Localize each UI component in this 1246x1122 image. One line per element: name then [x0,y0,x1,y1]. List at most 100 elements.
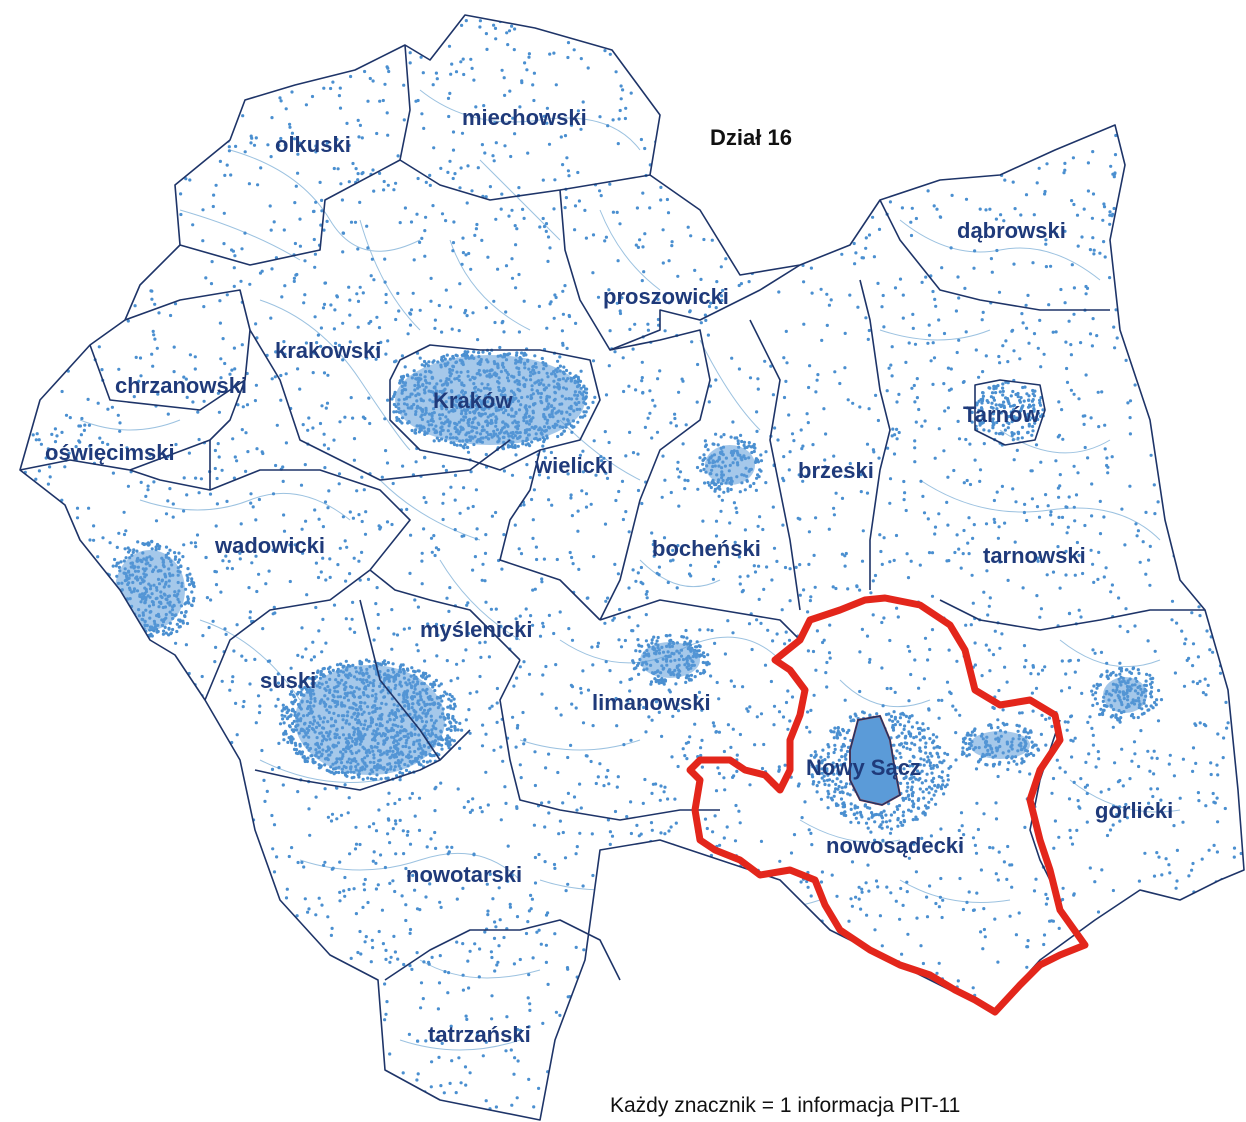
pit11-marker [476,113,480,117]
pit11-marker [553,866,557,871]
pit11-marker [849,897,853,901]
pit11-marker [294,64,298,68]
pit11-marker [681,159,685,163]
pit11-marker [819,880,824,884]
pit11-marker [689,574,693,578]
pit11-marker [980,158,984,162]
pit11-marker [374,602,378,606]
pit11-marker [772,704,777,708]
pit11-marker [75,813,79,817]
pit11-marker [248,616,252,620]
pit11-marker [871,579,875,583]
pit11-marker [799,428,803,432]
pit11-marker [1182,403,1186,407]
pit11-marker [142,901,146,905]
pit11-marker [1077,608,1081,612]
pit11-marker [146,864,150,868]
pit11-marker [1205,496,1209,500]
pit11-marker [214,1005,218,1009]
pit11-marker [223,627,227,631]
pit11-marker [252,896,256,900]
pit11-marker [50,273,55,277]
pit11-marker [531,623,535,627]
pit11-marker [1103,255,1107,259]
pit11-marker [648,1043,653,1047]
pit11-marker [329,1100,333,1104]
pit11-marker [173,716,177,720]
pit11-marker [461,973,465,977]
pit11-marker [1178,415,1182,419]
pit11-marker [162,752,166,756]
pit11-marker [615,210,619,214]
pit11-marker [16,183,19,186]
pit11-marker [360,519,364,524]
pit11-marker [1130,238,1134,242]
pit11-marker [566,755,570,760]
pit11-marker [939,876,943,881]
pit11-marker [323,860,327,864]
pit11-marker [328,1007,332,1011]
pit11-marker [97,858,101,862]
pit11-marker [132,170,136,174]
pit11-marker [619,84,623,88]
pit11-marker [906,644,910,649]
pit11-marker [607,782,611,786]
pit11-marker [1161,968,1165,972]
pit11-marker [167,792,172,796]
pit11-marker [496,267,500,271]
pit11-marker [50,85,54,89]
pit11-marker [232,1048,236,1052]
pit11-marker [696,487,700,491]
pit11-marker [326,1091,330,1095]
pit11-marker [822,407,826,411]
pit11-marker [274,350,278,354]
pit11-marker [468,731,472,735]
pit11-marker [1155,421,1159,425]
pit11-marker [640,379,644,383]
pit11-marker [935,38,939,43]
pit11-marker [669,421,673,425]
pit11-marker [106,930,110,934]
pit11-marker [158,891,162,895]
pit11-marker [282,1067,286,1071]
pit11-marker [386,398,390,402]
pit11-marker [429,276,433,280]
pit11-marker [106,442,110,446]
pit11-marker [1072,202,1076,207]
pit11-marker [368,76,372,81]
pit11-marker [337,343,341,347]
pit11-marker [756,105,760,109]
pit11-marker [747,239,751,243]
pit11-marker [915,377,919,381]
pit11-marker [928,761,933,765]
pit11-marker [556,359,560,363]
pit11-marker [771,639,775,643]
pit11-marker [870,1040,874,1045]
pit11-marker [1194,428,1199,432]
pit11-marker [1073,519,1077,523]
pit11-marker [513,20,517,24]
pit11-marker [533,587,537,591]
pit11-marker [1149,453,1153,457]
pit11-marker [995,490,999,494]
pit11-marker [1144,572,1148,576]
pit11-marker [36,995,40,999]
pit11-marker [1063,161,1067,165]
pit11-marker [127,833,131,837]
pit11-marker [441,517,445,522]
pit11-marker [882,616,886,620]
pit11-marker [666,211,671,215]
pit11-marker [60,232,64,236]
pit11-marker [404,918,408,923]
pit11-marker [433,787,437,791]
pit11-marker [515,915,520,919]
pit11-marker [366,900,370,905]
pit11-marker [116,151,120,156]
pit11-marker [182,1009,186,1013]
pit11-marker [369,993,373,997]
pit11-marker [101,440,105,445]
pit11-marker [510,257,514,261]
pit11-marker [674,943,678,947]
pit11-marker [934,901,938,906]
pit11-marker [733,839,738,843]
